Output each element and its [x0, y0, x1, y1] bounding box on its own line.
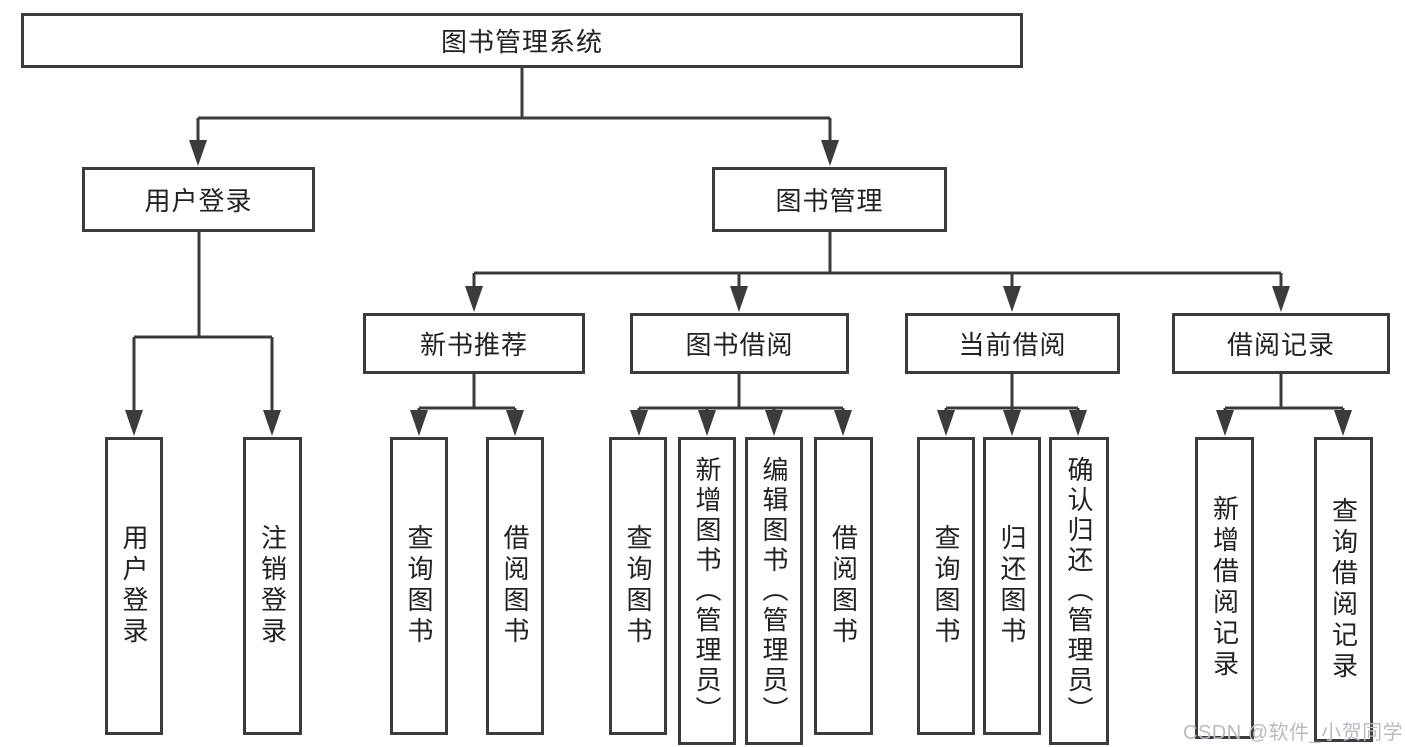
leaf-logout-login: 注销登录	[243, 437, 302, 735]
node-borrowing-records: 借阅记录	[1172, 313, 1390, 374]
watermark: CSDN @软件_小贺同学	[1183, 722, 1404, 744]
leaf-user-login: 用户登录	[105, 437, 163, 735]
leaf-query-books-recommend: 查询图书	[390, 437, 448, 735]
leaf-return-books: 归还图书	[983, 437, 1041, 735]
leaf-edit-books-admin: 编辑图书（管理员）	[745, 437, 803, 745]
leaf-add-books-admin: 新增图书（管理员）	[678, 437, 736, 745]
node-book-borrowing: 图书借阅	[630, 313, 849, 374]
leaf-confirm-return-admin: 确认归还（管理员）	[1049, 437, 1109, 745]
node-book-management: 图书管理	[712, 167, 947, 232]
leaf-borrow-books-borrowing: 借阅图书	[814, 437, 873, 735]
leaf-borrow-books-recommend: 借阅图书	[486, 437, 544, 735]
node-new-book-recommendation: 新书推荐	[363, 313, 585, 374]
leaf-query-books-current: 查询图书	[917, 437, 975, 735]
leaf-query-books-borrowing: 查询图书	[609, 437, 667, 735]
node-current-borrowing: 当前借阅	[905, 313, 1120, 374]
leaf-add-borrow-record: 新增借阅记录	[1195, 437, 1254, 739]
leaf-query-borrow-record: 查询借阅记录	[1314, 437, 1373, 742]
node-library-management-system: 图书管理系统	[21, 13, 1023, 68]
node-user-login: 用户登录	[82, 167, 315, 232]
